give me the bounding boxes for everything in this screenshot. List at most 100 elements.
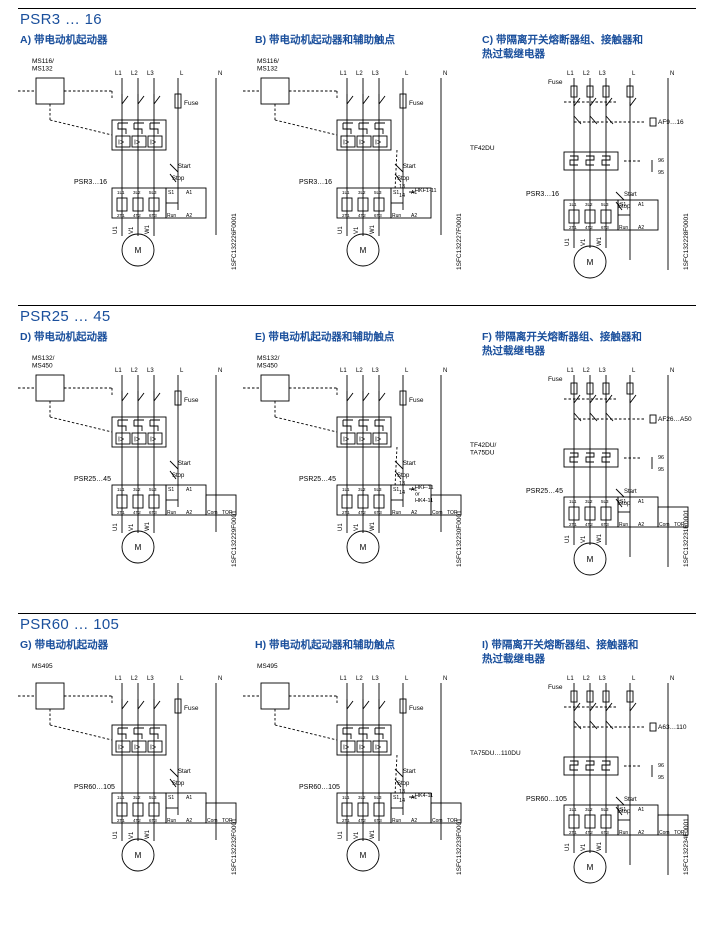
supply-label-l: L — [405, 71, 409, 77]
motor-terminal-w1: W1 — [597, 841, 603, 851]
fuse-element — [586, 382, 594, 395]
terminal-a2: A2 — [186, 510, 192, 516]
diagram-title: 带电动机起动器 — [34, 34, 108, 46]
terminal-com: Com — [432, 510, 443, 516]
terminal-t5L3: 5L3 — [149, 190, 157, 195]
terminal-t5L3: 5L3 — [149, 795, 157, 800]
terminal-t5L3: 5L3 — [374, 487, 382, 492]
supply-label-n: N — [443, 71, 447, 77]
terminal-95: 95 — [658, 170, 664, 176]
terminal-96: 96 — [658, 455, 664, 461]
phase-label-l2: L2 — [583, 676, 590, 682]
phase-label-l3: L3 — [599, 71, 606, 77]
terminal-tor: TOR — [447, 510, 458, 516]
terminal-t2T1: 2T1 — [117, 213, 125, 218]
terminal-t6T3: 6T3 — [601, 830, 609, 835]
supply-label-n: N — [218, 676, 222, 682]
thyristor-symbol — [341, 802, 353, 817]
phase-label-l3: L3 — [147, 676, 154, 682]
breaker-model: MS495 — [32, 663, 53, 670]
phase-label-l3: L3 — [599, 368, 606, 374]
terminal-s1: S1 — [393, 190, 399, 196]
diagram-caption: E) 带电动机起动器和辅助触点 — [255, 330, 394, 344]
stop-label: Stop — [618, 501, 631, 507]
terminal-t3L2: 3L2 — [585, 499, 593, 504]
start-label: Start — [624, 192, 637, 198]
overcurrent-symbol: I> — [343, 437, 349, 444]
motor-terminal-w1: W1 — [597, 533, 603, 543]
motor-terminal-u1: U1 — [113, 831, 119, 839]
thyristor-symbol — [116, 197, 128, 212]
terminal-s1: S1 — [168, 795, 174, 801]
section-rule — [18, 8, 696, 9]
terminal-t5L3: 5L3 — [374, 190, 382, 195]
motor-label: M — [135, 543, 142, 552]
fuse-element — [586, 690, 594, 703]
diagram-caption: D) 带电动机起动器 — [20, 330, 108, 344]
terminal-run: Run — [619, 225, 628, 231]
overload-relay-box — [563, 448, 619, 468]
motor-symbol — [346, 838, 380, 872]
motor-terminal-u1: U1 — [113, 226, 119, 234]
motor-terminal-w1: W1 — [597, 236, 603, 246]
overcurrent-symbol: I> — [343, 745, 349, 752]
motor-symbol — [121, 838, 155, 872]
terminal-s1: S1 — [168, 487, 174, 493]
phase-label-l1: L1 — [115, 368, 122, 374]
psr-model: PSR60…105 — [299, 784, 340, 791]
motor-terminal-u1: U1 — [338, 226, 344, 234]
terminal-t6T3: 6T3 — [149, 818, 157, 823]
terminal-t2T1: 2T1 — [342, 213, 350, 218]
phase-label-l2: L2 — [131, 71, 138, 77]
terminal-a1: A1 — [186, 190, 192, 196]
diagram-caption: F) 带隔离开关熔断器组、接触器和 热过载继电器 — [482, 330, 642, 358]
stop-label: Stop — [172, 781, 185, 787]
thyristor-symbol — [116, 494, 128, 509]
figure-code: 1SFC132233F0001 — [456, 818, 463, 875]
terminal-s1: S1 — [393, 795, 399, 801]
control-fuse — [399, 93, 407, 109]
terminal-t6T3: 6T3 — [601, 225, 609, 230]
thyristor-symbol — [132, 802, 144, 817]
supply-label-l: L — [632, 71, 636, 77]
section-title: PSR25 … 45 — [20, 308, 111, 325]
motor-symbol — [121, 530, 155, 564]
phase-label-l1: L1 — [567, 676, 574, 682]
thyristor-symbol — [584, 814, 596, 829]
overcurrent-symbol: I> — [375, 437, 381, 444]
diagram-title: 带电动机起动器和辅助触点 — [268, 331, 395, 343]
terminal-t3L2: 3L2 — [133, 487, 141, 492]
overcurrent-symbol: I> — [134, 437, 140, 444]
terminal-t1L1: 1L1 — [342, 487, 350, 492]
terminal-95: 95 — [658, 467, 664, 473]
supply-label-n: N — [443, 676, 447, 682]
psr-aux-relay-block — [657, 506, 689, 528]
terminal-t5L3: 5L3 — [374, 795, 382, 800]
fuse-label: Fuse — [548, 376, 563, 383]
terminal-t6T3: 6T3 — [374, 213, 382, 218]
motor-terminal-v1: V1 — [354, 523, 360, 531]
start-label: Start — [624, 489, 637, 495]
motor-terminal-v1: V1 — [354, 831, 360, 839]
psr-model: PSR3…16 — [526, 191, 559, 198]
phase-label-l1: L1 — [567, 368, 574, 374]
phase-label-l2: L2 — [356, 368, 363, 374]
overcurrent-symbol: I> — [134, 745, 140, 752]
diagram-letter: H) — [255, 639, 269, 651]
psr-model: PSR25…45 — [74, 476, 111, 483]
supply-label-l: L — [180, 676, 184, 682]
start-label: Start — [403, 769, 416, 775]
motor-label: M — [360, 851, 367, 860]
contactor-model: AF26…A50 — [658, 416, 692, 423]
supply-label-l: L — [405, 676, 409, 682]
diagram-caption: I) 带隔离开关熔断器组、接触器和 热过载继电器 — [482, 638, 638, 666]
figure-code: 1SFC132229F0001 — [231, 510, 238, 567]
motor-label: M — [360, 246, 367, 255]
terminal-t1L1: 1L1 — [569, 499, 577, 504]
overcurrent-symbol: I> — [118, 745, 124, 752]
supply-label-l: L — [632, 368, 636, 374]
breaker-model: MS116/MS132 — [257, 58, 279, 73]
